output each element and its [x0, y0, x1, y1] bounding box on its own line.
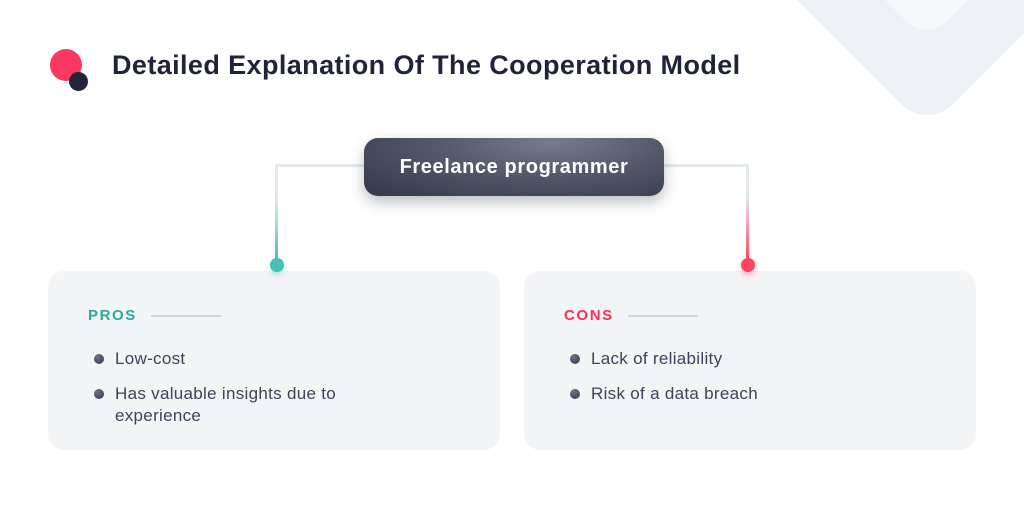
cons-divider-line: [627, 314, 698, 317]
list-item: Low-cost: [88, 348, 464, 370]
cons-item-text: Risk of a data breach: [591, 384, 758, 404]
pros-list: Low-cost Has valuable insights due to ex…: [88, 348, 464, 427]
logo-dark-circle: [69, 72, 88, 91]
pros-card-header: PROS: [88, 307, 464, 324]
list-item: Lack of reliability: [564, 348, 940, 370]
pros-item-text: Low-cost: [115, 349, 186, 368]
connector-vertical-cons: [746, 164, 749, 260]
pros-divider-line: [150, 314, 221, 317]
pros-endpoint-dot: [270, 258, 284, 272]
cons-card-header: CONS: [564, 307, 940, 324]
root-node-freelance-programmer: Freelance programmer: [364, 138, 664, 196]
connector-horizontal-right: [662, 164, 748, 167]
bullet-icon: [94, 354, 104, 364]
cons-list: Lack of reliability Risk of a data breac…: [564, 348, 940, 405]
list-item: Has valuable insights due to experience: [88, 383, 464, 427]
pros-card: PROS Low-cost Has valuable insights due …: [48, 271, 500, 450]
connector-vertical-pros: [275, 164, 278, 260]
page-title: Detailed Explanation Of The Cooperation …: [112, 50, 741, 80]
decorative-diamond-outer: [729, 0, 1024, 130]
root-node-label: Freelance programmer: [399, 155, 629, 178]
cons-item-text: Lack of reliability: [591, 349, 723, 368]
cons-card: CONS Lack of reliability Risk of a data …: [524, 271, 976, 450]
pros-label: PROS: [88, 307, 137, 324]
list-item: Risk of a data breach: [564, 383, 940, 405]
cons-label: CONS: [564, 307, 614, 324]
bullet-icon: [570, 389, 580, 400]
bullet-icon: [94, 389, 104, 400]
pros-item-text: Has valuable insights due to experience: [115, 384, 337, 426]
cons-endpoint-dot: [741, 258, 755, 272]
bullet-icon: [570, 354, 580, 364]
connector-horizontal-left: [276, 164, 366, 167]
